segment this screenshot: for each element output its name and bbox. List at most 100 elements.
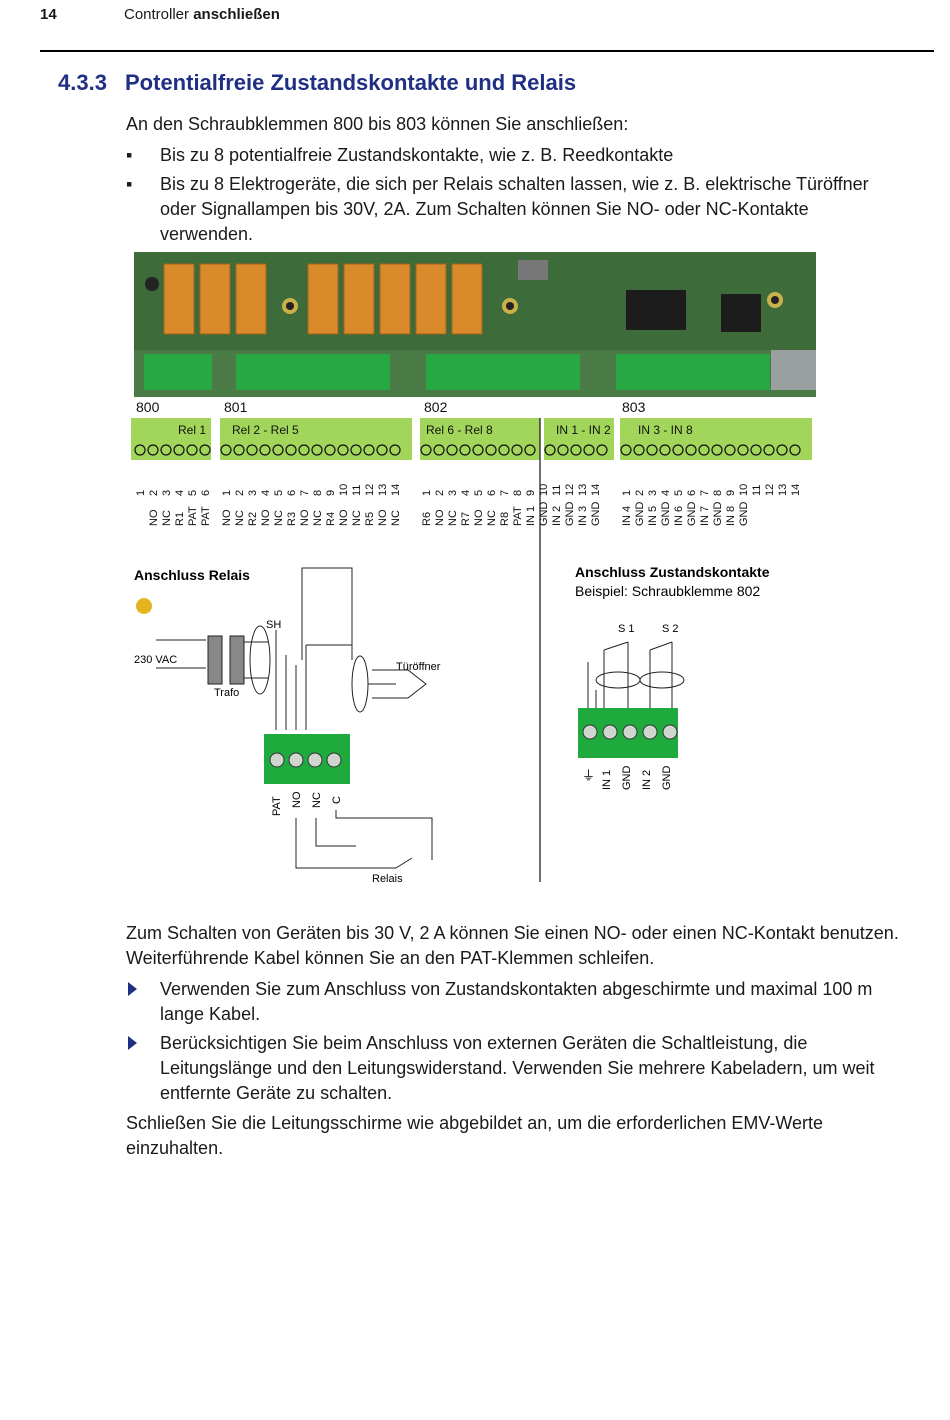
pin-name: R4 [325,512,337,526]
pin-number: 1 [621,490,633,496]
pin-number: 6 [486,490,498,496]
relais-pin-nc: NC [311,792,323,808]
group-rel6-8-label: Rel 6 - Rel 8 [426,423,493,437]
pin-number: 1 [221,490,233,496]
pin-name: R7 [460,512,472,526]
pin-name: NO [260,509,272,526]
pin-name: IN 2 [551,506,563,526]
pin-name: NO [221,509,233,526]
pin-number: 9 [525,490,537,496]
zustand-pin-in2: IN 2 [641,770,653,790]
zustand-diagram: Anschluss Zustandskontakte Beispiel: Sch… [575,564,770,790]
pin-number: 9 [325,490,337,496]
pin-number: 3 [247,490,259,496]
pin-name: R8 [499,512,511,526]
terminal-803-label: 803 [622,399,646,415]
pin-name: PAT [187,506,199,526]
pin-number: 12 [364,484,376,496]
note-text: Berücksichtigen Sie beim Anschluss von e… [160,1033,875,1103]
pin-name: IN 5 [647,506,659,526]
zustand-subtitle: Beispiel: Schraubklemme 802 [575,583,760,599]
zustand-pin-gnd-2: GND [661,766,673,791]
pin-name: IN 3 [577,506,589,526]
pin-number: 14 [590,484,602,496]
ground-symbol-icon: ⏚ [582,768,595,783]
section-number: 4.3.3 [58,70,107,95]
pin-number: 2 [148,490,160,496]
pin-name: NC [161,510,173,526]
pin-number: 5 [473,490,485,496]
pin-name: GND [564,502,576,527]
pin-number: 3 [647,490,659,496]
pin-number: 4 [460,490,472,496]
terminal-802-label: 802 [424,399,448,415]
pin-number: 2 [634,490,646,496]
relais-pin-pat: PAT [271,796,283,816]
closing-paragraph: Schließen Sie die Leitungsschirme wie ab… [126,1113,824,1158]
pin-name: GND [590,502,602,527]
header-title-bold: anschließen [193,6,280,23]
pin-number: 3 [447,490,459,496]
pin-name: NC [486,510,498,526]
switch-s2-label: S 2 [662,623,679,635]
pin-number: 7 [699,490,711,496]
pin-name: NO [148,509,160,526]
group-rel2-5-label: Rel 2 - Rel 5 [232,423,299,437]
trafo-label: Trafo [214,687,239,699]
pin-name: NC [447,510,459,526]
pin-number: 11 [551,485,563,496]
header-rule [40,50,934,52]
pin-name: IN 7 [699,506,711,526]
terminal-800-label: 800 [136,399,160,415]
pin-name: PAT [200,506,212,526]
pin-number: 8 [312,490,324,496]
after-paragraph: Zum Schalten von Geräten bis 30 V, 2 A k… [126,923,899,968]
pin-name: IN 4 [621,506,633,526]
pin-number: 4 [660,490,672,496]
intro-text: An den Schraubklemmen 800 bis 803 können… [126,114,629,134]
pin-number: 7 [499,490,511,496]
pin-number: 11 [751,485,763,496]
pin-name: GND [634,502,646,527]
pin-name: NC [234,510,246,526]
pin-name: NC [390,510,402,526]
pin-number: 13 [777,484,789,496]
pin-number: 6 [200,490,212,496]
pin-name: NC [273,510,285,526]
page-number: 14 [40,6,57,23]
pin-number: 5 [673,490,685,496]
pin-name: GND [738,502,750,527]
bullet-text: Bis zu 8 potentialfreie Zustandskontakte… [160,145,674,165]
pin-name: R2 [247,512,259,526]
pin-name: NO [299,509,311,526]
pin-name: GND [712,502,724,527]
header-title-plain: Controller [124,6,190,23]
pin-name: NC [312,510,324,526]
pin-name: R6 [421,512,433,526]
pin-number: 9 [725,490,737,496]
relais-pin-no: NO [291,791,303,808]
pin-number: 13 [377,484,389,496]
pin-number: 4 [174,490,186,496]
chevron-right-icon [128,1036,137,1050]
pin-number: 3 [161,490,173,496]
pin-number: 7 [299,490,311,496]
voltage-label: 230 VAC [134,654,177,666]
zustand-title: Anschluss Zustandskontakte [575,564,770,580]
pin-name: PAT [512,506,524,526]
pin-number: 6 [686,490,698,496]
pin-number: 8 [712,490,724,496]
square-bullet-icon: ▪ [126,145,133,165]
pin-number: 2 [434,490,446,496]
pin-number: 14 [790,484,802,496]
pin-number: 5 [187,490,199,496]
pin-name: GND [660,502,672,527]
pin-number: 6 [286,490,298,496]
pin-name: IN 6 [673,506,685,526]
note-text: Verwenden Sie zum Anschluss von Zustands… [160,979,873,1024]
pin-number: 8 [512,490,524,496]
pin-number: 1 [421,490,433,496]
pin-name: NC [351,510,363,526]
